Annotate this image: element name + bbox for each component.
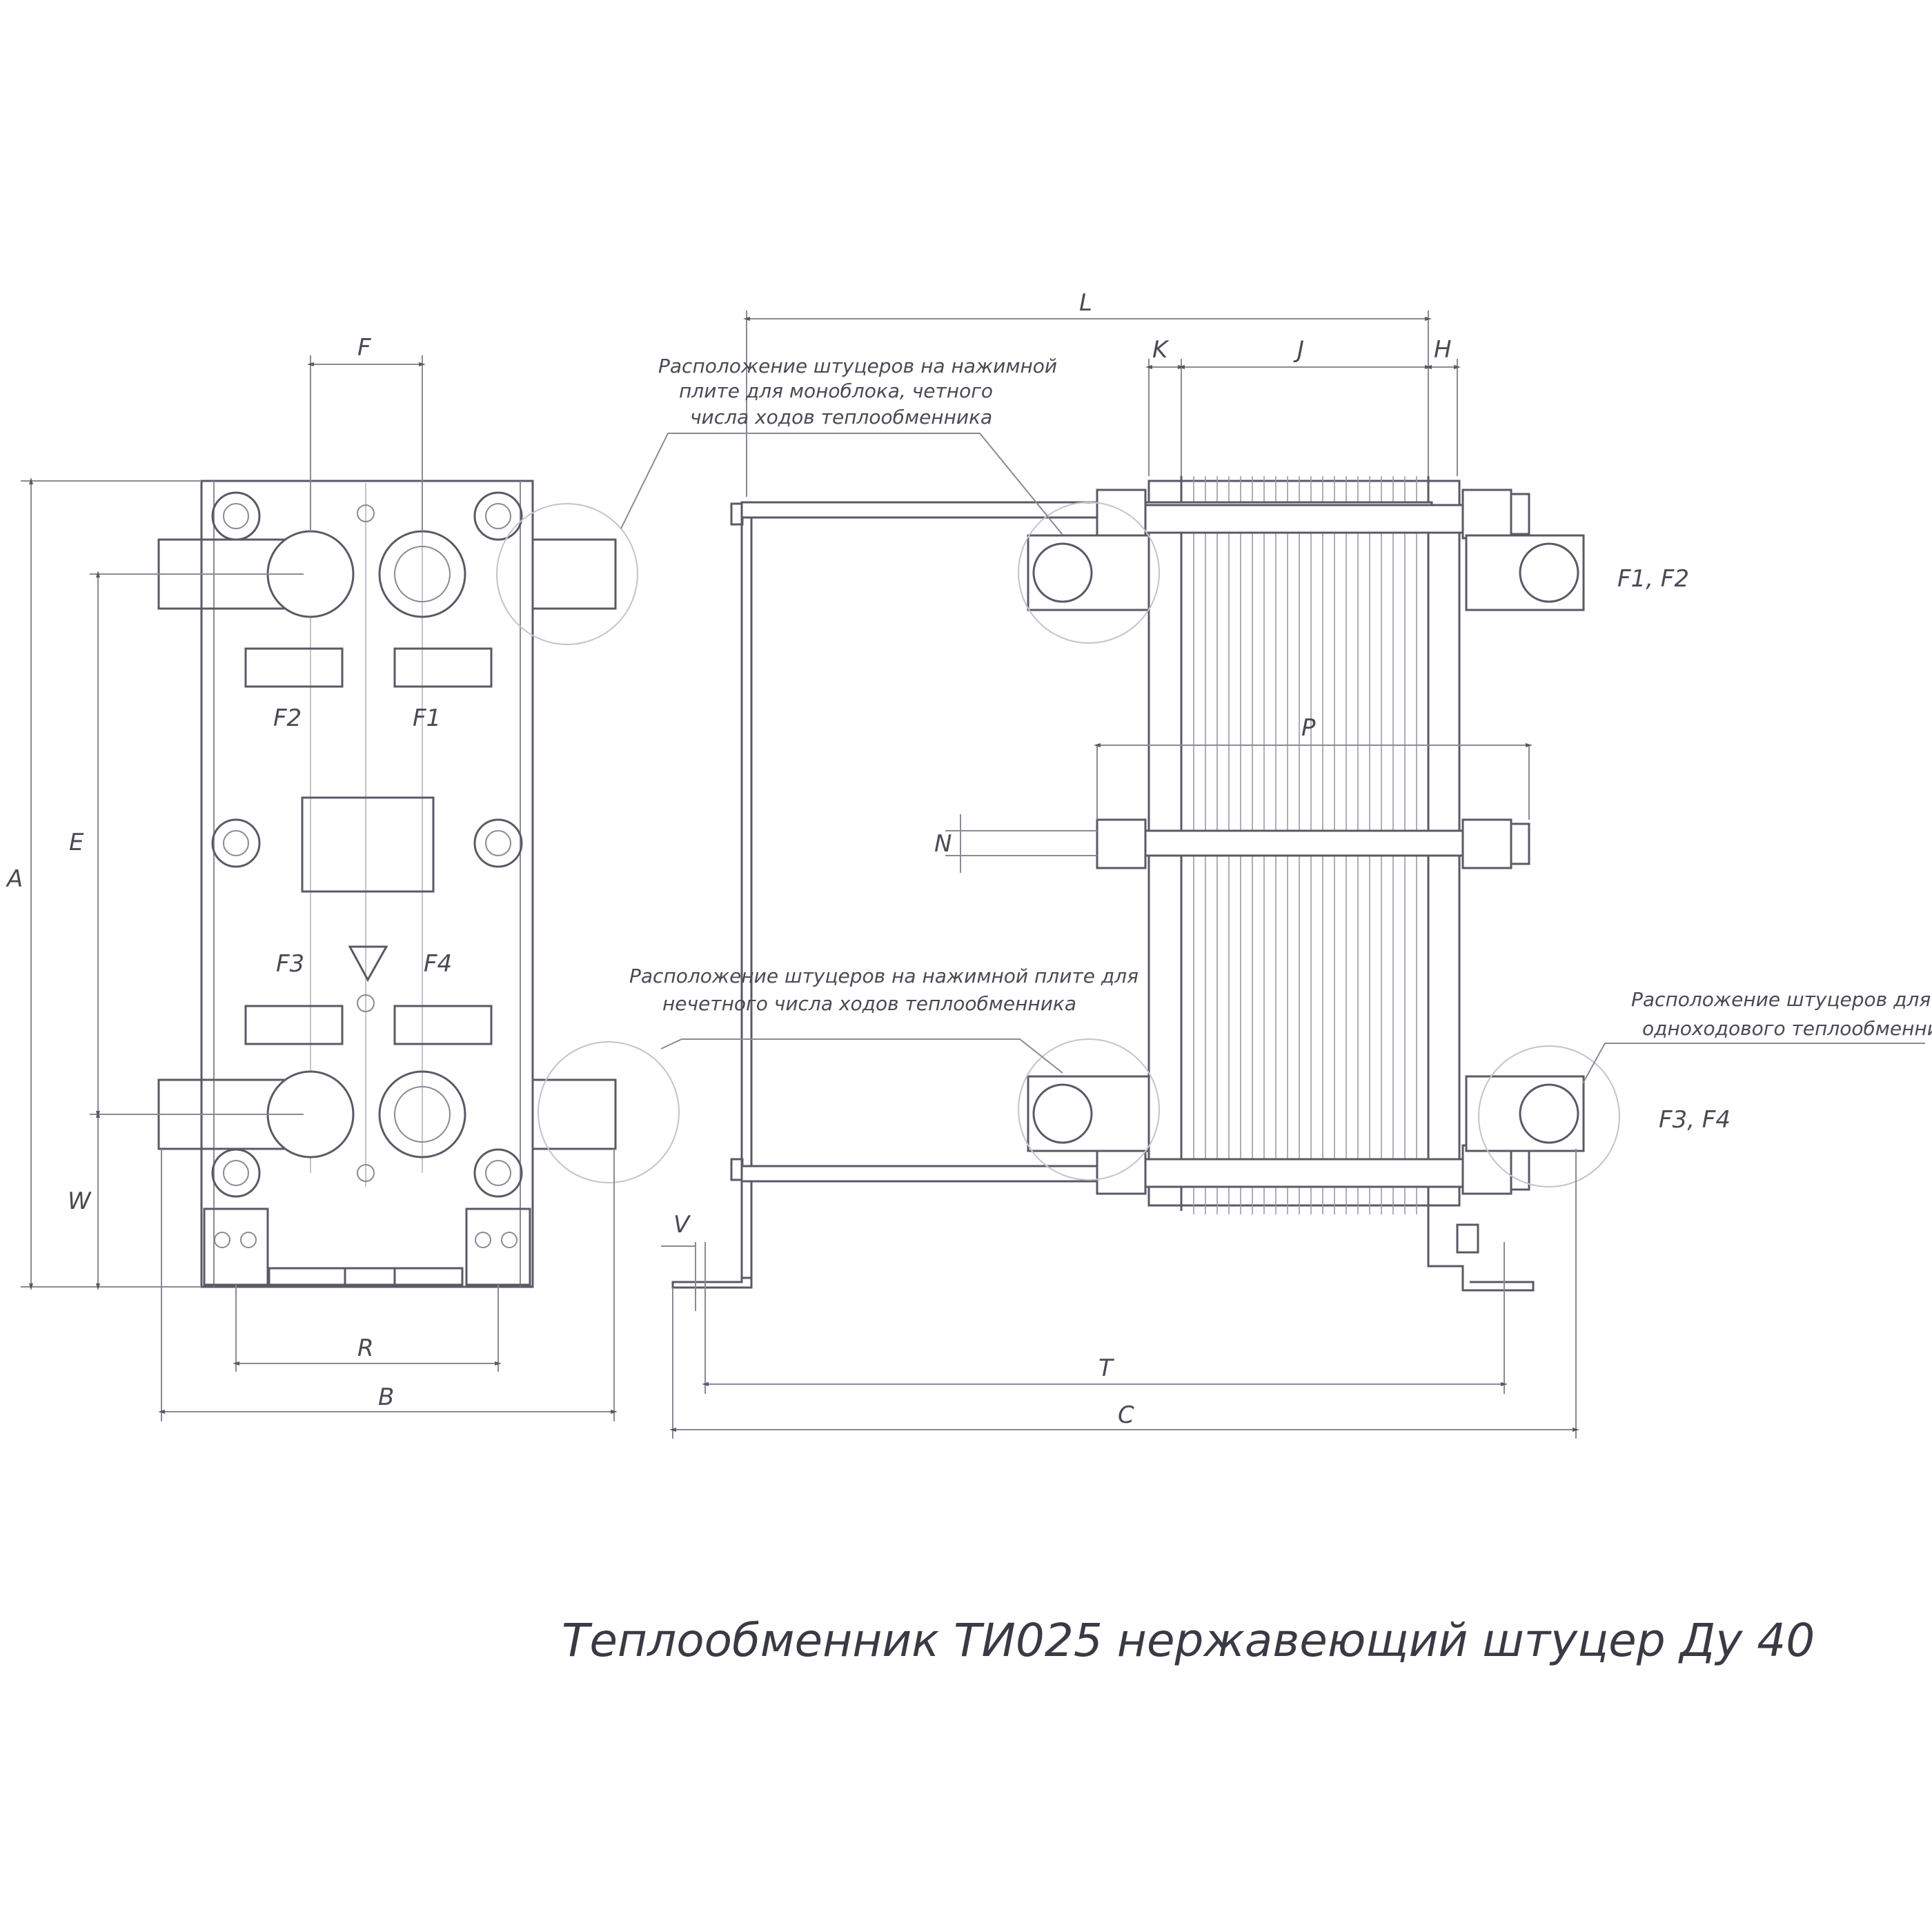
note-odd-line1: Расположение штуцеров на нажимной плите … xyxy=(629,965,1138,987)
dim-label-l: L xyxy=(1079,289,1092,317)
port-label-f1: F1 xyxy=(413,704,441,732)
dim-label-c: C xyxy=(1118,1401,1134,1429)
note-single-line2: одноходового теплообменника xyxy=(1642,1017,1932,1040)
note-even-line3: числа ходов теплообменника xyxy=(690,406,992,428)
dim-label-f: F xyxy=(357,334,371,362)
dim-label-j: J xyxy=(1293,336,1304,364)
note-odd-line2: нечетного числа ходов теплообменника xyxy=(662,992,1076,1015)
port-label-f2: F2 xyxy=(273,704,302,732)
dim-label-r: R xyxy=(357,1334,374,1362)
dim-label-b: B xyxy=(378,1383,394,1411)
nameplate xyxy=(301,796,435,893)
dim-label-h: H xyxy=(1434,336,1452,364)
front-view: F2 F1 F3 F4 F A E W R B xyxy=(6,334,680,1421)
side-ports xyxy=(1027,534,1585,1152)
dim-label-k: K xyxy=(1152,336,1170,364)
dim-label-n: N xyxy=(934,830,952,858)
callout-single: Расположение штуцеров для одноходового т… xyxy=(1582,988,1932,1084)
callout-even: Расположение штуцеров на нажимной плите … xyxy=(620,355,1063,535)
dim-label-w: W xyxy=(68,1187,92,1215)
dim-label-p: P xyxy=(1301,714,1316,742)
dim-label-t: T xyxy=(1098,1354,1114,1382)
front-feet xyxy=(203,1208,531,1286)
port-label-f4: F4 xyxy=(424,950,452,978)
dim-label-a: A xyxy=(6,865,23,893)
flow-triangle-icon xyxy=(348,945,388,983)
dim-label-e: E xyxy=(69,829,84,856)
note-even-line1: Расположение штуцеров на нажимной xyxy=(658,355,1057,377)
note-single-line1: Расположение штуцеров для xyxy=(1631,988,1931,1011)
note-even-line2: плите для моноблока, четного xyxy=(679,379,993,402)
port-label-f1-f2: F1, F2 xyxy=(1617,565,1689,593)
port-label-f3: F3 xyxy=(276,950,304,978)
frame-plate xyxy=(200,480,534,1288)
drawing-title: Теплообменник ТИ025 нержавеющий штуцер Д… xyxy=(562,1614,1815,1667)
port-label-f3-f4: F3, F4 xyxy=(1659,1106,1731,1134)
side-view: L K J H P N V T C F1, xyxy=(661,289,1731,1439)
front-bolts xyxy=(211,491,523,1198)
dim-label-v: V xyxy=(673,1211,691,1239)
callout-odd: Расположение штуцеров на нажимной плите … xyxy=(629,965,1138,1074)
